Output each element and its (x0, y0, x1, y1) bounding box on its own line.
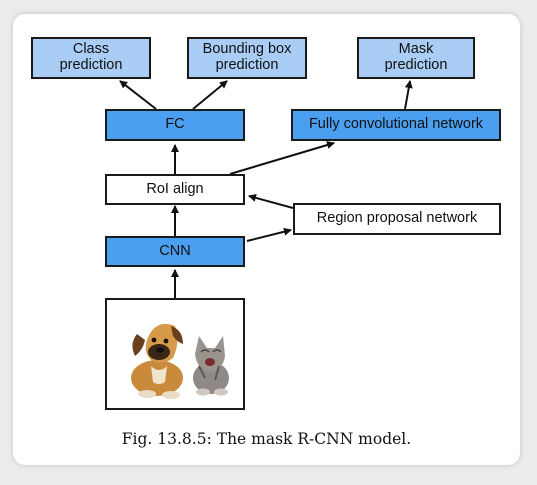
fully-convolutional-network-box: Fully convolutional network (291, 109, 501, 141)
region-proposal-network-label: Region proposal network (316, 210, 478, 227)
puppy-kitten-illustration (131, 323, 229, 399)
edge-roi-align-to-fcn (229, 141, 335, 175)
mask-prediction-label: Mask prediction (384, 41, 448, 73)
edge-fc-to-class (119, 80, 157, 110)
edge-fcn-to-mask (404, 80, 413, 110)
edge-cnn-to-rpn (246, 227, 292, 242)
roi-align-box: RoI align (105, 174, 245, 205)
edge-rpn-to-roi-align (248, 193, 294, 209)
bounding-box-prediction-box: Bounding box prediction (187, 37, 307, 79)
input-image (105, 298, 245, 410)
figure-card (13, 14, 520, 465)
class-prediction-label: Class prediction (59, 41, 123, 73)
puppy-icon (131, 323, 183, 399)
roi-align-label: RoI align (146, 180, 204, 197)
fully-convolutional-network-label: Fully convolutional network (308, 116, 484, 133)
edge-fc-to-bbox (192, 80, 228, 110)
region-proposal-network-box: Region proposal network (293, 203, 501, 235)
figure-caption: Fig. 13.8.5: The mask R-CNN model. (121, 430, 412, 448)
fc-box: FC (105, 109, 245, 141)
class-prediction-box: Class prediction (31, 37, 151, 79)
cnn-label: CNN (159, 242, 191, 259)
fc-label: FC (165, 116, 185, 133)
kitten-icon (193, 336, 229, 396)
mask-prediction-box: Mask prediction (357, 37, 475, 79)
bounding-box-prediction-label: Bounding box prediction (202, 41, 292, 73)
cnn-box: CNN (105, 236, 245, 267)
